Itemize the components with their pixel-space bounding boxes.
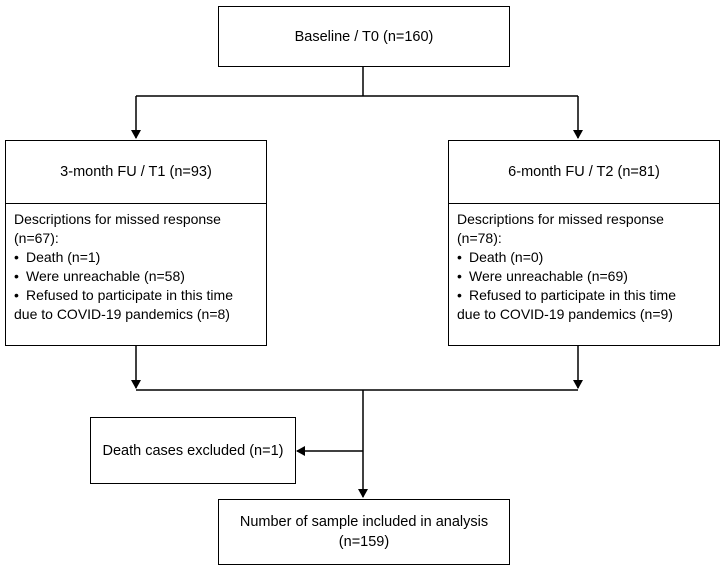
baseline-box: Baseline / T0 (n=160): [218, 6, 510, 67]
t1-missed-count: (n=67):: [14, 230, 59, 246]
t2-item: •Refused to participate in this time: [457, 287, 676, 303]
t2-missed-count: (n=78):: [457, 230, 502, 246]
t1-item: •Were unreachable (n=58): [14, 268, 185, 284]
t2-label: 6-month FU / T2 (n=81): [508, 164, 660, 180]
t2-missed-box: Descriptions for missed response (n=78):…: [448, 203, 720, 346]
final-label-line1: Number of sample included in analysis: [239, 514, 489, 530]
t1-item: •Death (n=1): [14, 249, 101, 265]
t1-item: •Refused to participate in this time: [14, 287, 233, 303]
t2-missed-title: Descriptions for missed response: [457, 211, 664, 227]
excluded-box: Death cases excluded (n=1): [90, 417, 296, 484]
t1-missed-title: Descriptions for missed response: [14, 211, 221, 227]
t1-label: 3-month FU / T1 (n=93): [60, 164, 212, 180]
t2-item: •Death (n=0): [457, 249, 544, 265]
excluded-label: Death cases excluded (n=1): [102, 442, 284, 459]
final-label-line2: (n=159): [338, 534, 390, 550]
t1-item-continuation: due to COVID-19 pandemics (n=8): [14, 306, 230, 322]
baseline-label: Baseline / T0 (n=160): [294, 28, 434, 45]
t1-missed-box: Descriptions for missed response (n=67):…: [5, 203, 267, 346]
t2-item: •Were unreachable (n=69): [457, 268, 628, 284]
t2-item-continuation: due to COVID-19 pandemics (n=9): [457, 306, 673, 322]
t2-header-box: 6-month FU / T2 (n=81): [448, 140, 720, 204]
t1-header-box: 3-month FU / T1 (n=93): [5, 140, 267, 204]
final-box: Number of sample included in analysis (n…: [218, 499, 510, 565]
